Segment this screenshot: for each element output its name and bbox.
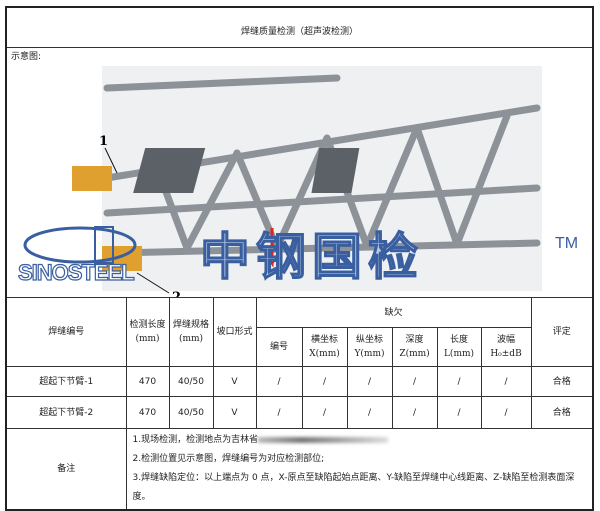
cell-rating: 合格 <box>530 396 594 429</box>
header-rating: 评定 <box>530 297 594 367</box>
header-length: 检测长度(mm) <box>125 297 170 367</box>
cell-defect: / <box>480 366 532 397</box>
cell-defect: / <box>436 396 482 429</box>
document-title: 焊缝质量检测（超声波检测） <box>5 6 594 48</box>
diagram-caption: 示意图: <box>11 52 42 62</box>
callout-2: 2 <box>172 290 181 297</box>
cell-defect: / <box>301 396 348 429</box>
cell-groove: V <box>212 366 257 397</box>
note-3: 3.焊缝缺陷定位：以上端点为 0 点，X-原点至缺陷起始点距离、Y-缺陷至焊缝中… <box>132 473 575 502</box>
header-defect: 缺欠 <box>255 297 532 328</box>
cell-weld: 超起下节臂-2 <box>5 396 127 429</box>
cell-defect: / <box>346 366 393 397</box>
redacted-address <box>258 436 389 443</box>
note-2: 2.检测位置见示意图，焊缝编号为对应检测部位; <box>132 454 325 464</box>
cell-defect: / <box>255 366 303 397</box>
truss-diagram: 1 2 <box>72 66 542 297</box>
header-spec: 焊缝规格(mm) <box>168 297 214 367</box>
cell-length: 470 <box>125 366 170 397</box>
cell-spec: 40/50 <box>168 396 214 429</box>
cell-defect: / <box>391 366 438 397</box>
table-row: 超起下节臂-1 470 40/50 V / / / / / / 合格 <box>5 366 594 397</box>
cell-length: 470 <box>125 396 170 429</box>
table-row: 超起下节臂-2 470 40/50 V / / / / / / 合格 <box>5 396 594 429</box>
header-groove: 坡口形式 <box>212 297 257 367</box>
cell-defect: / <box>436 366 482 397</box>
notes: 1.现场检测，检测地点为吉林省 2.检测位置见示意图，焊缝编号为对应检测部位; … <box>125 428 594 511</box>
header-weld-no: 焊缝编号 <box>5 297 127 367</box>
note-1: 1.现场检测，检测地点为吉林省 <box>132 435 259 445</box>
subheader-no: 编号 <box>255 327 303 367</box>
notes-label: 备注 <box>5 428 127 511</box>
cell-spec: 40/50 <box>168 366 214 397</box>
cell-defect: / <box>391 396 438 429</box>
cell-defect: / <box>301 366 348 397</box>
diagram-cell: 示意图: 1 2 <box>5 47 594 298</box>
cell-defect: / <box>346 396 393 429</box>
cell-weld: 超起下节臂-1 <box>5 366 127 397</box>
weld-inspection-table: 焊缝质量检测（超声波检测） 示意图: 1 2 焊缝编 <box>5 6 595 511</box>
cell-rating: 合格 <box>530 366 594 397</box>
cell-groove: V <box>212 396 257 429</box>
callout-1: 1 <box>99 134 108 149</box>
cell-defect: / <box>255 396 303 429</box>
cell-defect: / <box>480 396 532 429</box>
